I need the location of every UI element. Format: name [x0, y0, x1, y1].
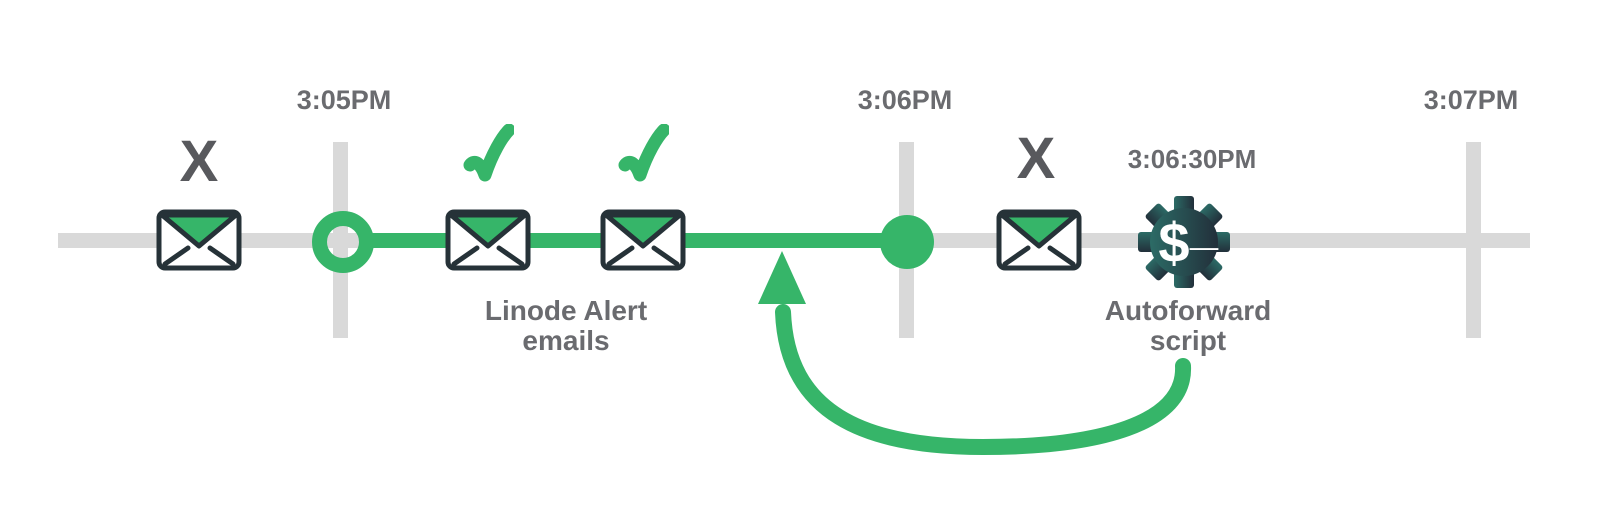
- blocked-x-mark-1: X: [179, 129, 219, 194]
- tick-label-3-07pm: 3:07PM: [1423, 85, 1519, 115]
- envelope-icon-delivered-1: [445, 209, 531, 271]
- envelope-icon-delivered-2: [600, 209, 686, 271]
- feedback-arrow-head: [758, 251, 806, 304]
- checkmark-icon-2: [617, 124, 669, 188]
- blocked-x-mark-2: X: [1016, 126, 1056, 191]
- gear-terminal-icon: $ _: [1138, 196, 1230, 288]
- window-end-dot-marker: [880, 215, 934, 269]
- tick-label-3-06pm: 3:06PM: [857, 85, 953, 115]
- tick-label-3-05pm: 3:05PM: [296, 85, 392, 115]
- checkmark-icon-1: [462, 124, 514, 188]
- window-start-ring-marker: [312, 211, 374, 273]
- autoforward-caption: Autoforward script: [1028, 296, 1348, 356]
- autoforward-time-label: 3:06:30PM: [1127, 144, 1257, 174]
- autoforward-caption-line2: script: [1149, 325, 1227, 356]
- linode-alert-caption-line2: emails: [522, 325, 610, 356]
- dollar-glyph: $: [1158, 211, 1189, 274]
- underscore-glyph: _: [1189, 199, 1219, 255]
- envelope-icon-blocked-1: [156, 209, 242, 271]
- linode-alert-caption-line1: Linode Alert: [484, 295, 648, 326]
- linode-alert-caption: Linode Alert emails: [406, 296, 726, 356]
- tick-3-07pm: [1466, 142, 1481, 338]
- autoforward-caption-line1: Autoforward: [1104, 295, 1272, 326]
- envelope-icon-blocked-2: [996, 209, 1082, 271]
